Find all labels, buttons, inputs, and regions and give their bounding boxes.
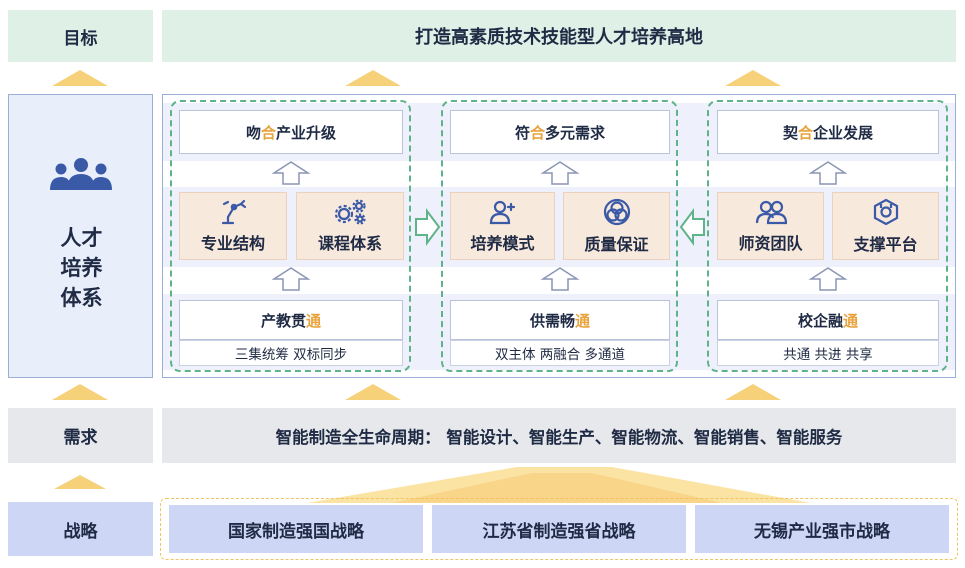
column-frame <box>707 100 948 372</box>
column-top-card: 吻合产业升级 <box>179 110 403 154</box>
arrow-up-icon <box>808 267 848 291</box>
arrow-up-icon <box>345 384 401 400</box>
people-group-icon <box>50 158 112 190</box>
demand-label: 需求 <box>8 408 153 463</box>
team-icon <box>755 200 787 224</box>
arrow-up-icon <box>345 70 401 86</box>
item-card: 专业结构 <box>179 192 287 260</box>
system-label-line: 人才 <box>60 226 103 250</box>
strategy-frame <box>160 498 958 560</box>
arrow-up-icon <box>271 161 311 185</box>
arrow-up-icon <box>725 70 781 86</box>
quality-circles-icon <box>603 198 630 225</box>
arrow-left-icon <box>679 208 705 246</box>
strategy-item: 国家制造强国战略 <box>169 505 423 553</box>
column-subtitle: 共通 共进 共享 <box>717 340 939 366</box>
arrow-up-icon <box>540 267 580 291</box>
item-card: 支撑平台 <box>832 192 939 260</box>
item-card: 课程体系 <box>296 192 404 260</box>
strategy-item: 江苏省制造强省战略 <box>432 505 686 553</box>
item-card: 师资团队 <box>717 192 824 260</box>
system-label-line: 体系 <box>60 286 103 310</box>
strategy-item: 无锡产业强市战略 <box>695 505 949 553</box>
goal-text: 打造高素质技术技能型人才培养高地 <box>162 10 956 62</box>
strategy-label: 战略 <box>8 502 153 556</box>
arrow-up-icon <box>271 267 311 291</box>
item-card: 质量保证 <box>563 192 670 260</box>
talent-system-panel: 人才 培养 体系 <box>8 94 153 378</box>
column-subtitle: 双主体 两融合 多通道 <box>450 340 670 366</box>
column-bottom-card: 校企融通 <box>717 300 939 340</box>
convergence-funnel <box>307 467 811 503</box>
arrow-up-icon <box>808 161 848 185</box>
system-label-line: 培养 <box>60 256 103 280</box>
column-top-card: 契合企业发展 <box>717 110 939 154</box>
arrow-up-icon <box>52 384 108 400</box>
demand-text: 智能制造全生命周期： 智能设计、智能生产、智能物流、智能销售、智能服务 <box>162 408 956 463</box>
column-top-card: 符合多元需求 <box>450 110 670 154</box>
column-frame <box>170 100 411 372</box>
platform-icon <box>873 198 898 225</box>
column-subtitle: 三集统筹 双标同步 <box>179 340 403 366</box>
arrow-up-icon <box>54 475 106 489</box>
arrow-up-icon <box>540 161 580 185</box>
column-bottom-card: 供需畅通 <box>450 300 670 340</box>
gears-icon <box>334 198 366 225</box>
arrow-up-icon <box>52 70 108 86</box>
arrow-up-icon <box>725 384 781 400</box>
arrow-right-icon <box>415 208 441 246</box>
goal-label: 目标 <box>8 10 153 62</box>
user-plus-icon <box>489 200 515 224</box>
robot-arm-icon <box>221 199 247 224</box>
column-bottom-card: 产教贯通 <box>179 300 403 340</box>
column-frame <box>441 100 678 372</box>
item-card: 培养模式 <box>450 192 555 260</box>
